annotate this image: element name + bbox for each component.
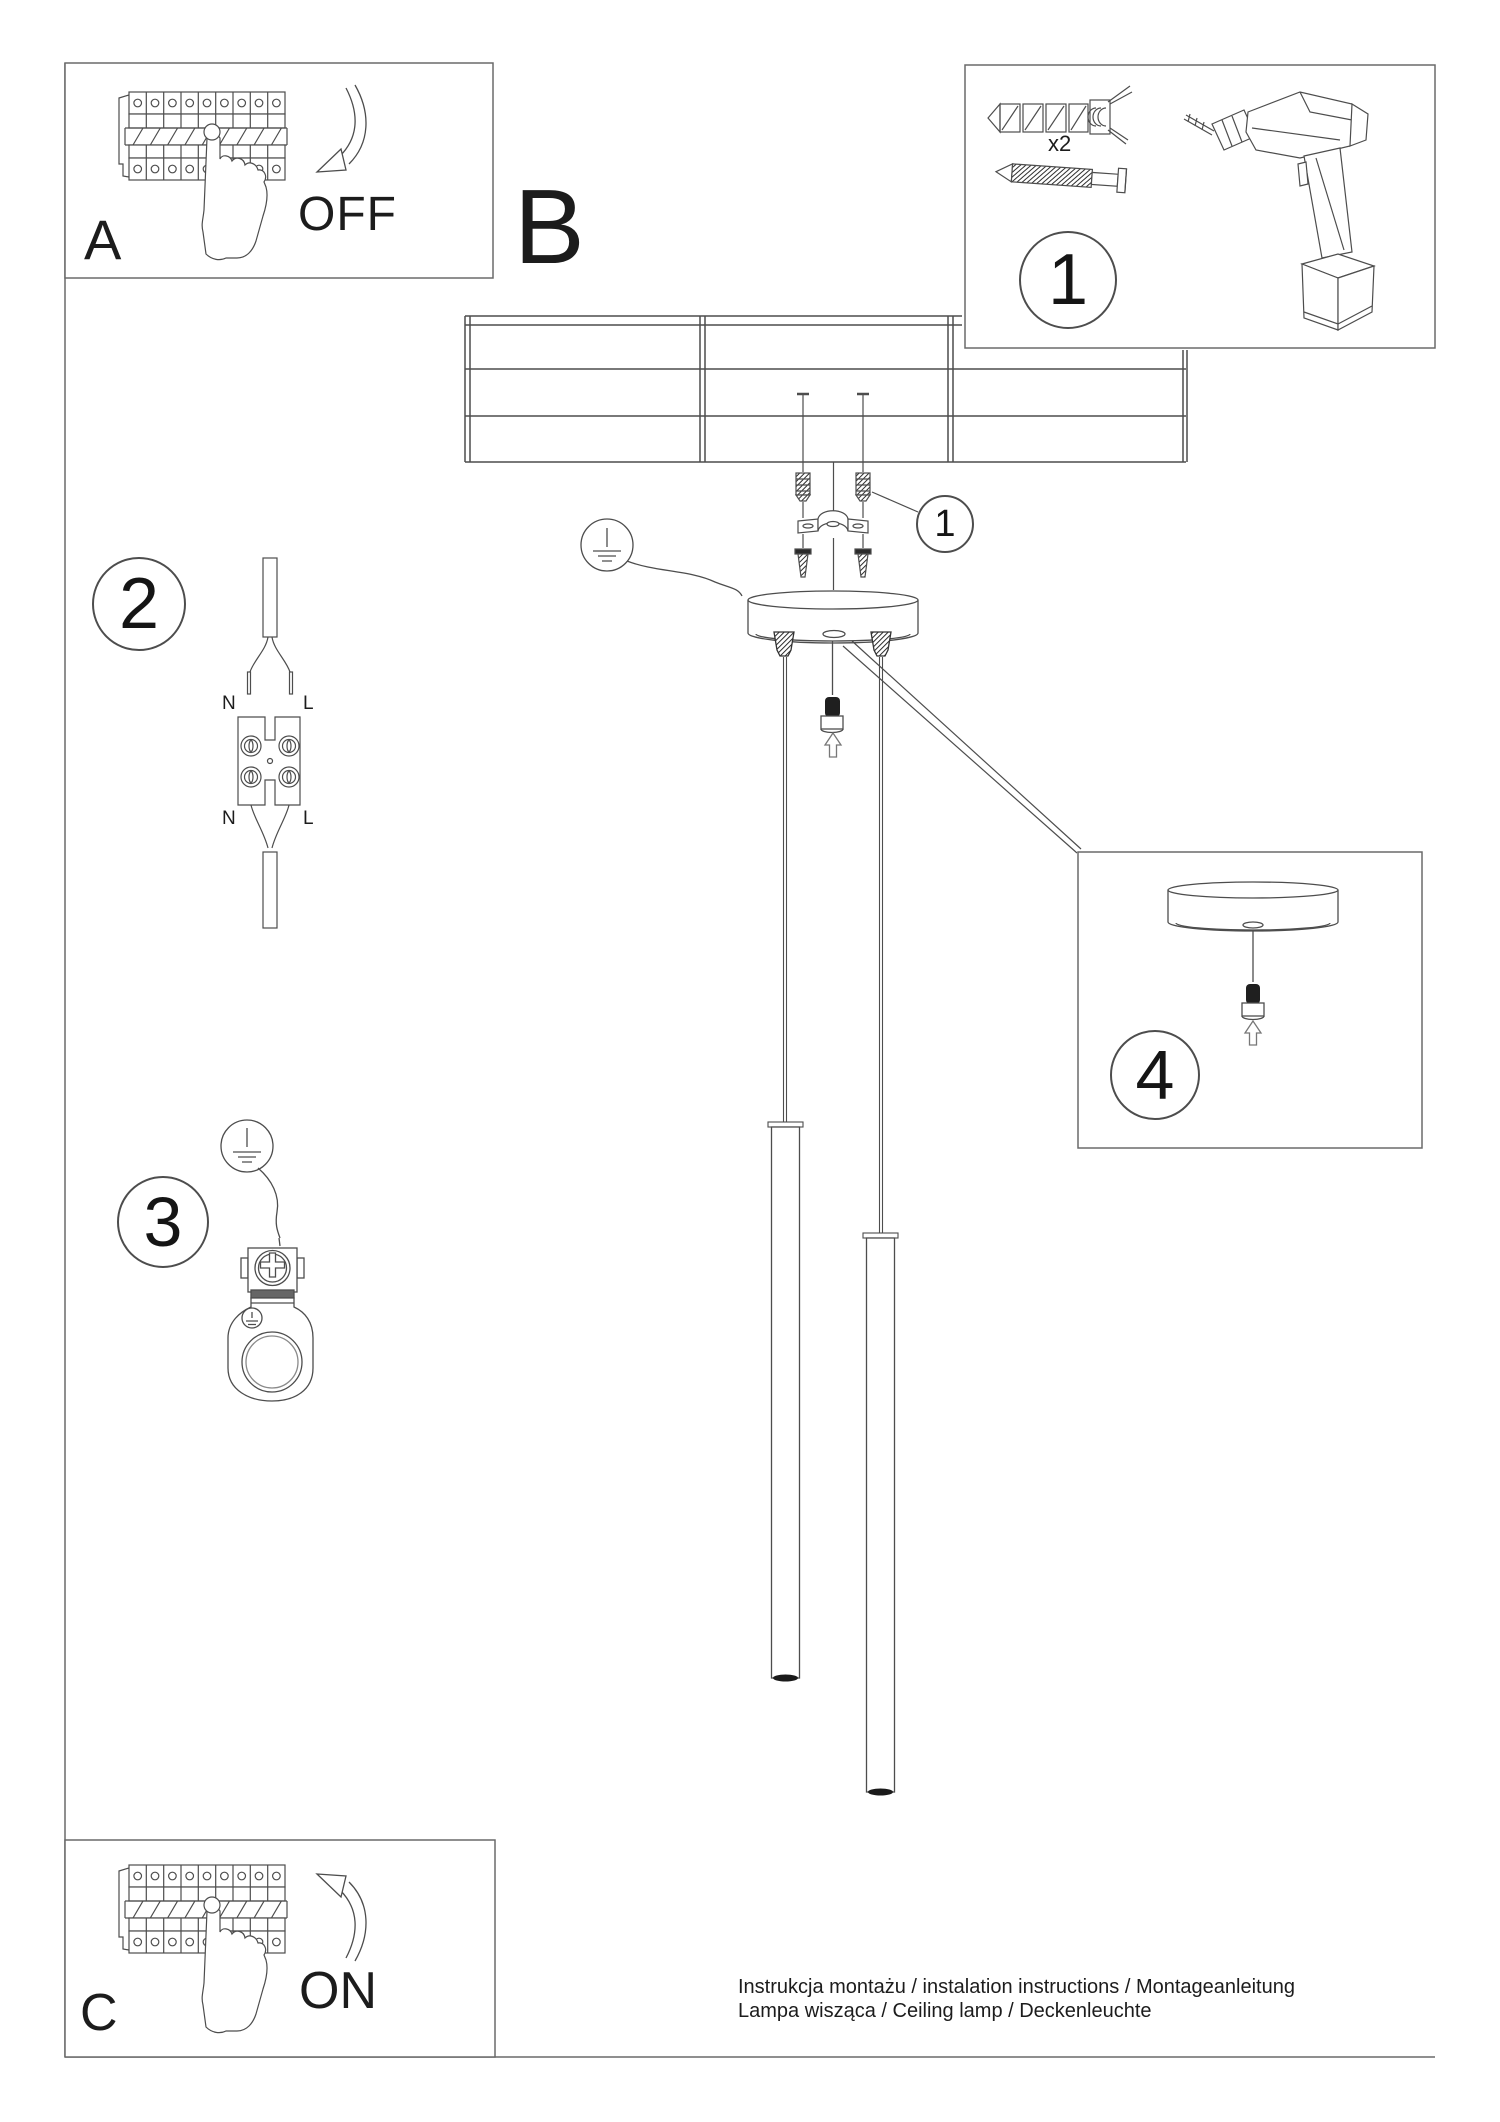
step-3-grounding-illustration (220, 1119, 314, 1402)
breaker-panel-icon (118, 91, 288, 261)
strain-relief-plug-icon (820, 697, 844, 734)
step-2-badge: 2 (92, 557, 186, 651)
cable-icon (262, 557, 278, 638)
live-label-top: L (303, 693, 314, 714)
on-label: ON (299, 1962, 377, 2020)
screw-icon (994, 162, 1128, 194)
terminal-block-icon (237, 716, 301, 806)
step-2-wiring-illustration (237, 557, 301, 929)
strain-relief-plug-icon (1241, 984, 1265, 1021)
panel-4 (1077, 851, 1423, 1149)
off-label: OFF (298, 188, 397, 241)
section-b-label: B (514, 168, 585, 286)
detail-leader-lines (842, 640, 1082, 854)
wall-plug-icon (987, 85, 1133, 145)
up-arrow-icon (823, 731, 843, 758)
screw-icon (794, 548, 812, 578)
footer-title-line1: Instrukcja montażu / instalation instruc… (738, 1976, 1295, 1998)
pendant-tube-icon (862, 1232, 899, 1796)
canopy-illustration (747, 590, 919, 758)
step-1-badge: 1 (1019, 231, 1117, 329)
live-label-bottom: L (303, 808, 314, 829)
panel-c (64, 1839, 496, 2058)
step-1-callout-badge: 1 (916, 495, 974, 553)
panel-1 (964, 64, 1436, 349)
panel-c-label: C (80, 1984, 118, 2042)
cable-gland-icon (870, 631, 892, 657)
pendant-tubes-illustration (767, 657, 899, 1796)
up-arrow-icon (1243, 1019, 1263, 1046)
footer-title-line2: Lampa wisząca / Ceiling lamp / Deckenleu… (738, 2000, 1152, 2022)
suspension-cable (782, 657, 788, 1122)
breaker-panel-icon (118, 1864, 288, 2034)
suspension-cable (878, 657, 884, 1233)
drill-icon (1183, 91, 1376, 331)
mounting-bracket-icon (797, 510, 869, 534)
switch-off-arrow-icon (315, 84, 367, 173)
cable-icon (262, 851, 278, 929)
wall-plug-icon (794, 472, 812, 502)
pendant-tube-icon (767, 1121, 804, 1682)
ground-symbol-icon (220, 1119, 274, 1173)
ground-wire (257, 1167, 281, 1247)
ground-terminal-icon (227, 1247, 314, 1402)
ground-symbol-icon (580, 518, 743, 597)
panel-a (64, 62, 494, 279)
callout-leader-line (871, 491, 919, 513)
quantity-label: x2 (1048, 131, 1072, 156)
ground-wire (626, 560, 743, 597)
cable-gland-icon (773, 631, 795, 657)
wall-plug-icon (854, 472, 872, 502)
mounting-hardware-illustration (794, 392, 919, 590)
switch-on-arrow-icon (315, 1873, 367, 1962)
step-3-badge: 3 (117, 1176, 209, 1268)
neutral-label-bottom: N (222, 808, 236, 829)
screw-icon (854, 548, 872, 578)
neutral-label-top: N (222, 693, 236, 714)
step-4-badge: 4 (1110, 1030, 1200, 1120)
canopy-detail-icon (1167, 881, 1339, 1046)
ceiling-planks-icon (464, 315, 1188, 463)
panel-a-label: A (84, 208, 122, 271)
